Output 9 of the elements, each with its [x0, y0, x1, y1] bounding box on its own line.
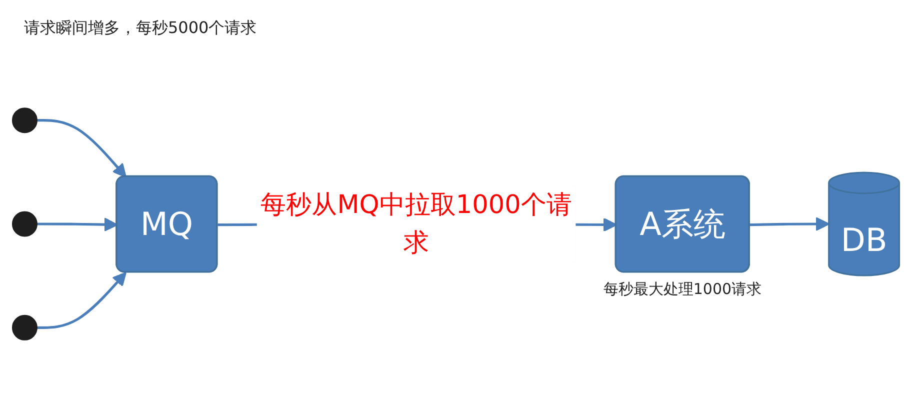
node-person [12, 108, 38, 134]
diagram-title: 请求瞬间增多，每秒5000个请求 [24, 18, 257, 39]
arrow [750, 216, 830, 232]
node-person [12, 314, 38, 340]
node-person [12, 211, 38, 237]
arrow [36, 119, 127, 178]
edge-label: 每秒从MQ中拉取1000个请求 [260, 188, 572, 258]
arrow [36, 272, 127, 329]
node-note: 每秒最大处理1000请求 [603, 280, 762, 299]
